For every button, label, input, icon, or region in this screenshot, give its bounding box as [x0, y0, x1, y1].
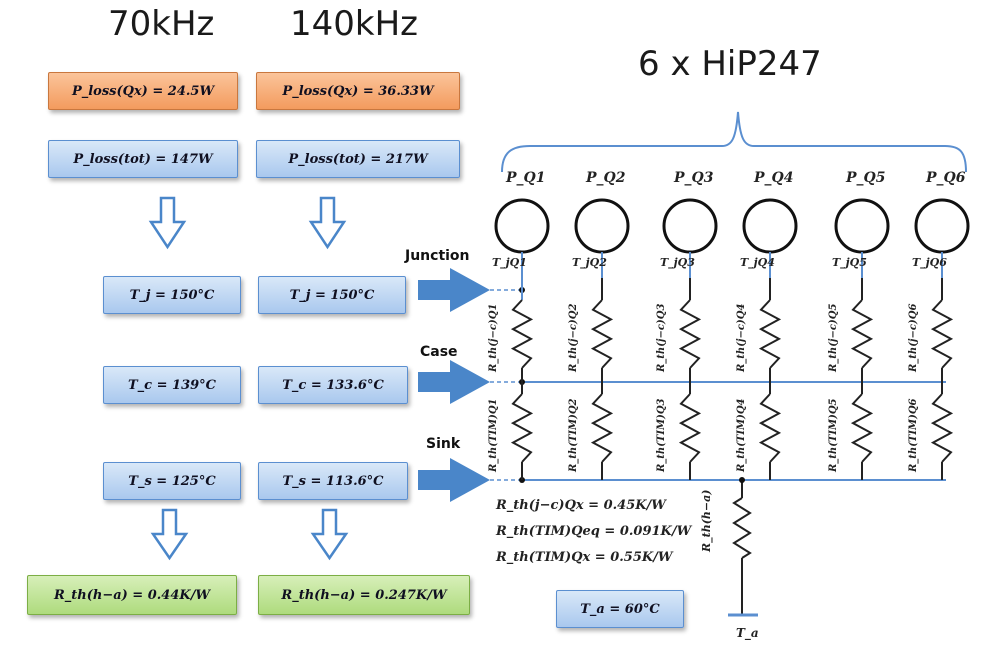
rth-tim-resistor-2 — [590, 393, 614, 463]
device-power-label-3: P_Q3 — [674, 170, 714, 186]
rth-tim-label-4: R_th(TIM)Q4 — [736, 398, 747, 472]
equation-rth-tim: R_th(TIM)Qx = 0.55K/W — [496, 550, 673, 565]
rth-tim-label-1: R_th(TIM)Q1 — [488, 398, 499, 472]
case-label: Case — [420, 344, 458, 360]
junction-temp-label-6: T_jQ6 — [912, 256, 947, 269]
rth-tim-resistor-5 — [850, 393, 874, 463]
ambient-label: T_a — [736, 626, 759, 640]
rth-jc-resistor-3 — [678, 299, 702, 369]
junction-temp-label-5: T_jQ5 — [832, 256, 867, 269]
junction-temp-label-1: T_jQ1 — [492, 256, 527, 269]
device-circle-2 — [574, 198, 630, 254]
rth-jc-resistor-5 — [850, 299, 874, 369]
equation-rth-jc: R_th(j−c)Qx = 0.45K/W — [496, 498, 666, 513]
device-circle-4 — [742, 198, 798, 254]
rth-ha-140khz: R_th(h−a) = 0.247K/W — [258, 575, 470, 615]
header-70khz: 70kHz — [108, 4, 215, 44]
rth-tim-resistor-6 — [930, 393, 954, 463]
rth-jc-label-6: R_th(j−c)Q6 — [908, 303, 919, 372]
tj-140khz: T_j = 150°C — [258, 276, 406, 314]
rth-jc-label-1: R_th(j−c)Q1 — [488, 303, 499, 372]
header-140khz: 140kHz — [290, 4, 418, 44]
device-power-label-6: P_Q6 — [926, 170, 966, 186]
rth-jc-label-2: R_th(j−c)Q2 — [568, 303, 579, 372]
tc-70khz: T_c = 139°C — [103, 366, 241, 404]
junction-label: Junction — [405, 248, 470, 264]
device-circle-1 — [494, 198, 550, 254]
junction-temp-label-3: T_jQ3 — [660, 256, 695, 269]
ts-70khz: T_s = 125°C — [103, 462, 241, 500]
rth-jc-label-5: R_th(j−c)Q5 — [828, 303, 839, 372]
rth-tim-label-6: R_th(TIM)Q6 — [908, 398, 919, 472]
rth-tim-resistor-1 — [510, 393, 534, 463]
device-power-label-4: P_Q4 — [754, 170, 794, 186]
rth-tim-label-3: R_th(TIM)Q3 — [656, 398, 667, 472]
rth-tim-resistor-4 — [758, 393, 782, 463]
rth-jc-resistor-6 — [930, 299, 954, 369]
rth-tim-label-5: R_th(TIM)Q5 — [828, 398, 839, 472]
ploss-qx-70khz: P_loss(Qx) = 24.5W — [48, 72, 238, 110]
header-module: 6 x HiP247 — [638, 44, 822, 84]
ploss-tot-140khz: P_loss(tot) = 217W — [256, 140, 460, 178]
device-power-label-5: P_Q5 — [846, 170, 886, 186]
equation-rth-tim-eq: R_th(TIM)Qeq = 0.091K/W — [496, 524, 692, 539]
rth-jc-label-3: R_th(j−c)Q3 — [656, 303, 667, 372]
junction-temp-label-4: T_jQ4 — [740, 256, 775, 269]
ploss-qx-140khz: P_loss(Qx) = 36.33W — [256, 72, 460, 110]
down-arrow-1 — [148, 196, 349, 561]
sink-label: Sink — [426, 436, 461, 452]
device-circle-3 — [662, 198, 718, 254]
rth-jc-resistor-1 — [510, 299, 534, 369]
ambient-temp-box: T_a = 60°C — [556, 590, 684, 628]
rth-jc-resistor-4 — [758, 299, 782, 369]
ts-140khz: T_s = 113.6°C — [258, 462, 408, 500]
device-circle-6 — [914, 198, 970, 254]
device-power-label-2: P_Q2 — [586, 170, 626, 186]
rth-jc-label-4: R_th(j−c)Q4 — [736, 303, 747, 372]
device-circle-5 — [834, 198, 890, 254]
device-power-label-1: P_Q1 — [506, 170, 546, 186]
rth-ha-resistor — [732, 497, 752, 559]
node-arrows — [418, 268, 490, 502]
junction-temp-label-2: T_jQ2 — [572, 256, 607, 269]
rth-ha-70khz: R_th(h−a) = 0.44K/W — [27, 575, 237, 615]
ploss-tot-70khz: P_loss(tot) = 147W — [48, 140, 238, 178]
tc-140khz: T_c = 133.6°C — [258, 366, 408, 404]
device-brace — [501, 111, 967, 173]
rth-ha-label: R_th(h−a) — [700, 489, 713, 552]
rth-tim-label-2: R_th(TIM)Q2 — [568, 398, 579, 472]
tj-70khz: T_j = 150°C — [103, 276, 241, 314]
rth-jc-resistor-2 — [590, 299, 614, 369]
rth-tim-resistor-3 — [678, 393, 702, 463]
